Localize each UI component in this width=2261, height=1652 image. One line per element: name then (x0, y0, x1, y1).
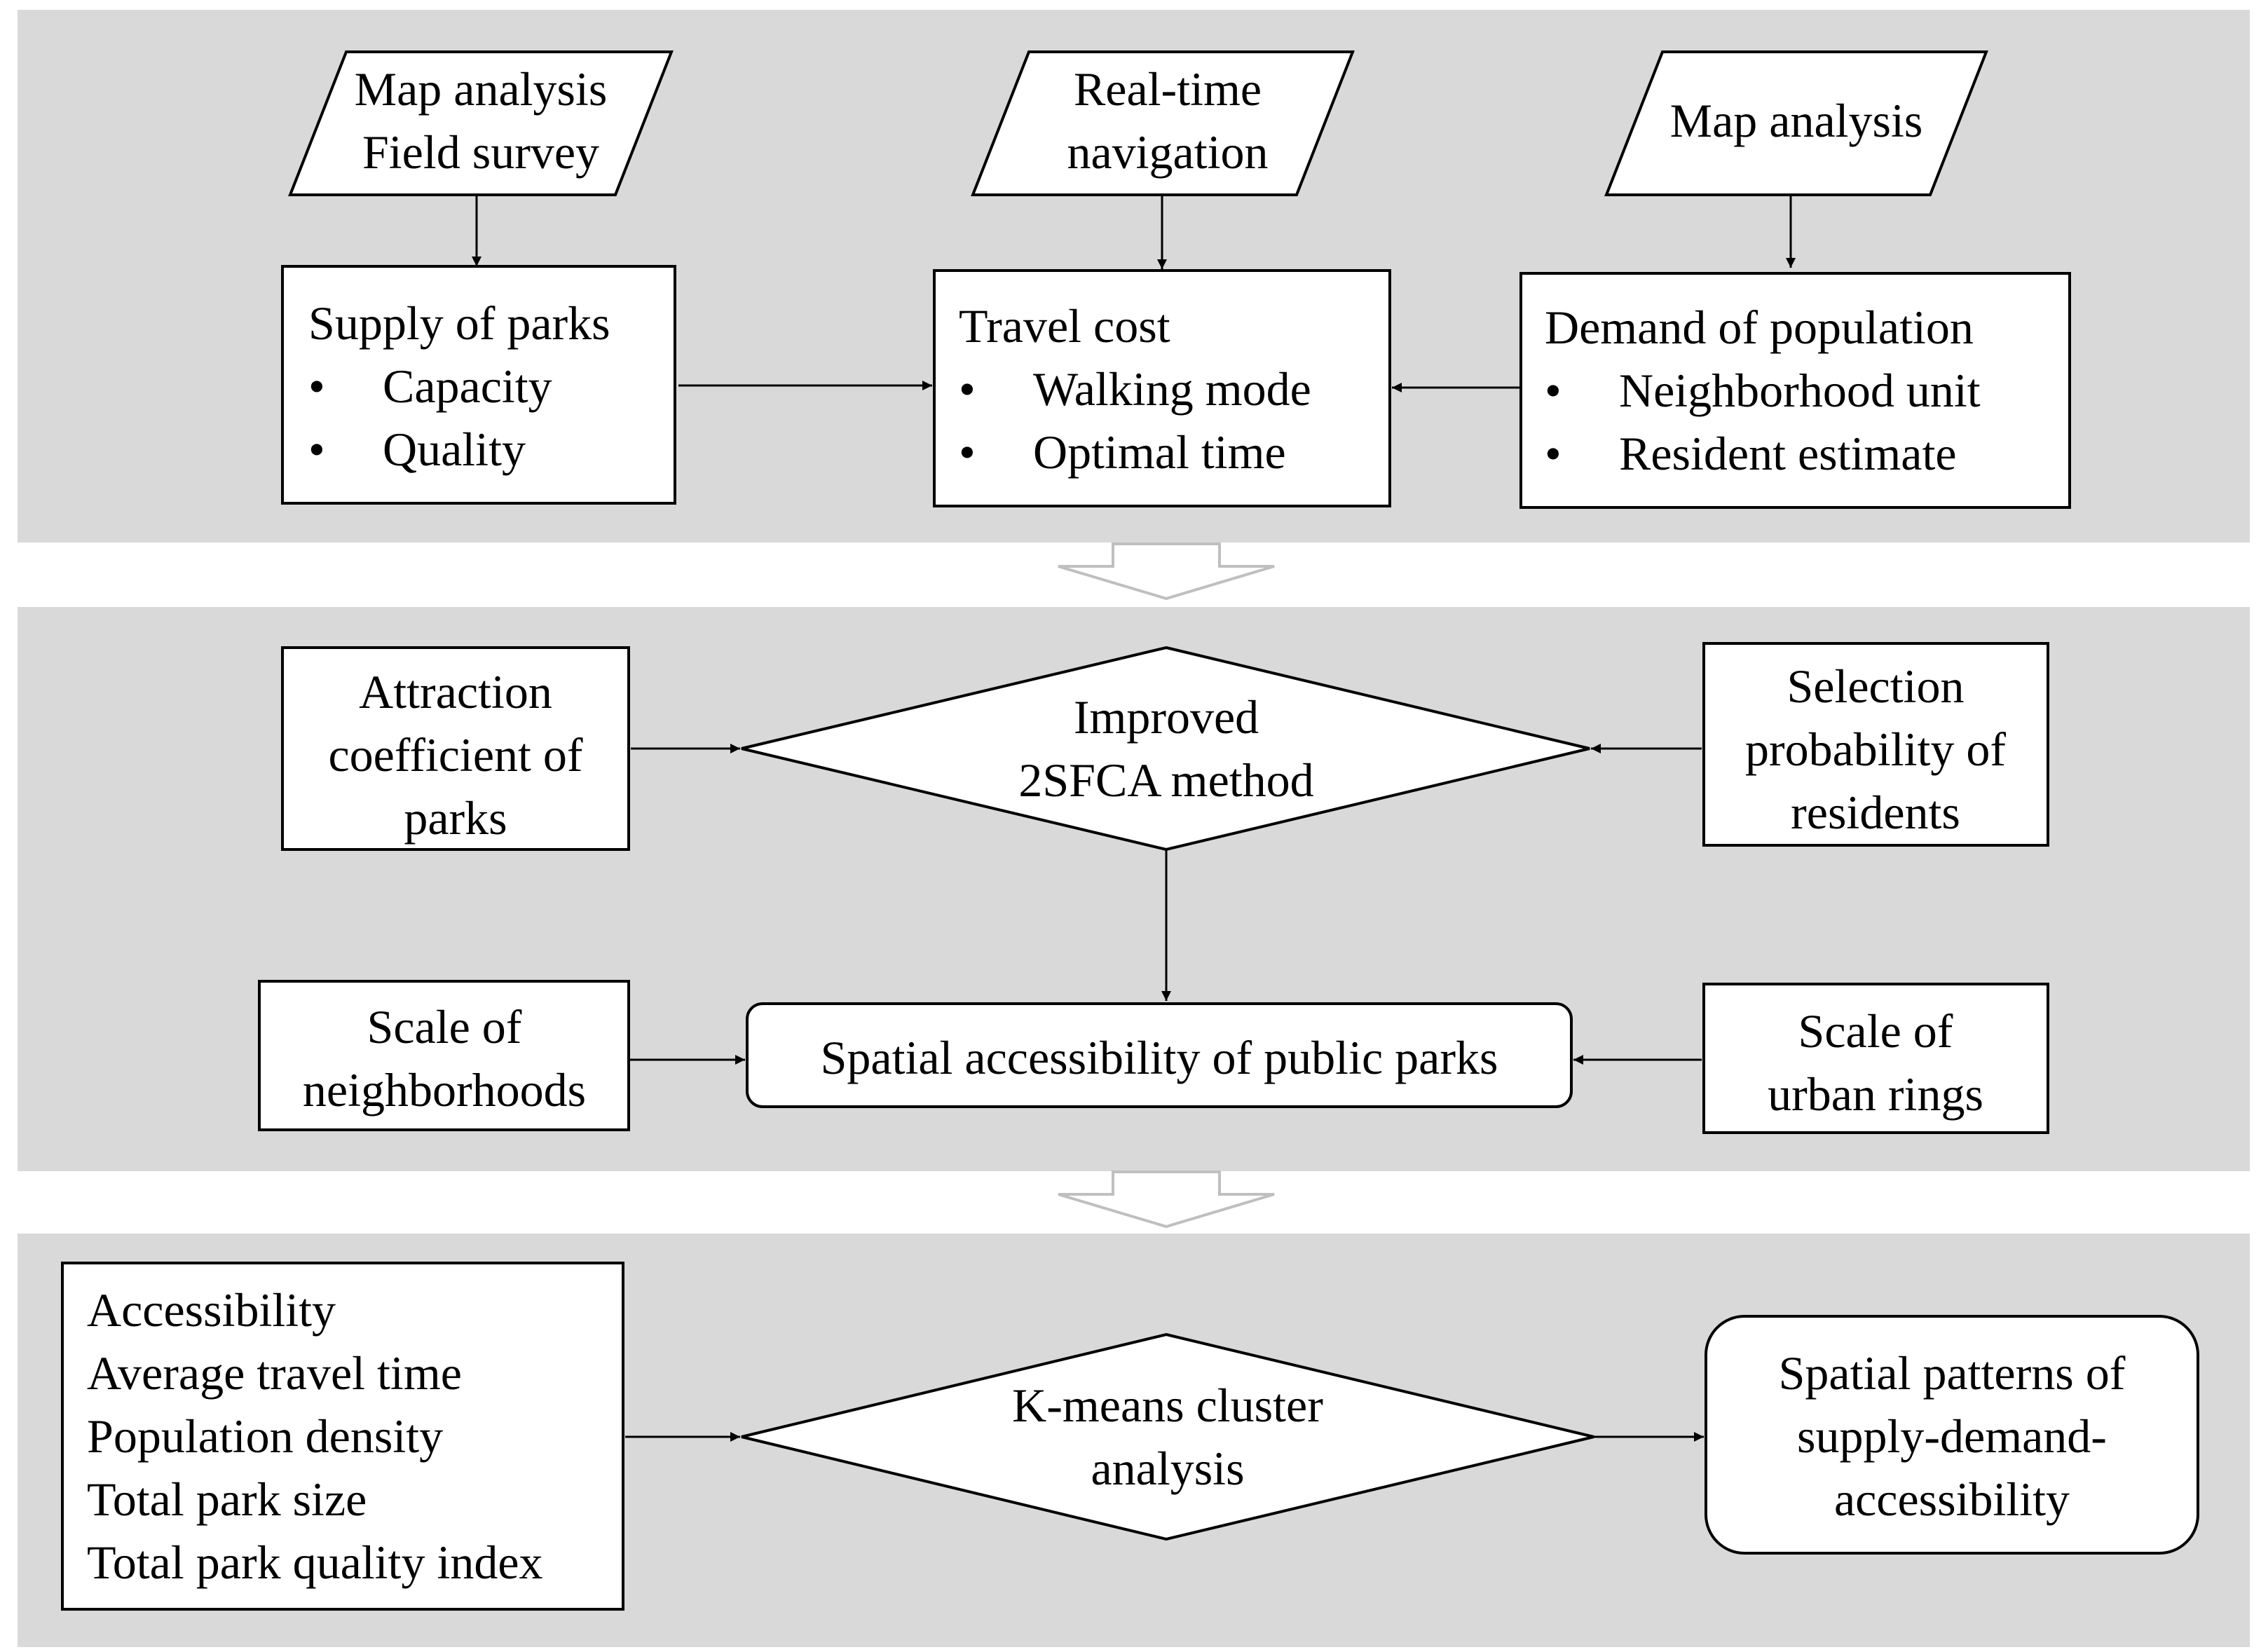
capacity-item: Capacity (383, 360, 552, 413)
input-parallelogram-realtime-navigation (971, 50, 1355, 196)
supply-of-parks-box (281, 265, 676, 505)
selection-line-1: Selection (1787, 660, 1964, 713)
neighborhoods-label: neighborhoods (303, 1063, 586, 1117)
scale-of-label: Scale of (367, 1000, 522, 1053)
urban-rings-label: urban rings (1768, 1067, 1983, 1121)
scale-of-label-right: Scale of (1798, 1004, 1953, 1058)
resident-estimate-item: Resident estimate (1619, 427, 1957, 480)
demand-title: Demand of population (1545, 301, 1974, 354)
bullet: • (959, 362, 976, 416)
selection-line-3: residents (1791, 786, 1960, 839)
patterns-line-1: Spatial patterns of (1779, 1346, 2126, 1400)
bullet: • (308, 360, 325, 413)
neighborhood-unit-item: Neighborhood unit (1619, 364, 1981, 417)
walking-mode-item: Walking mode (1033, 362, 1311, 416)
optimal-time-item: Optimal time (1033, 425, 1286, 479)
travel-cost-title: Travel cost (959, 299, 1170, 353)
attraction-line-1: Attraction (359, 665, 552, 718)
bullet: • (1545, 427, 1562, 480)
travel-cost-box (933, 269, 1391, 507)
indicators-box (61, 1262, 624, 1611)
map-analysis-right-label: Map analysis (1670, 94, 1923, 147)
supply-title: Supply of parks (308, 296, 610, 350)
attraction-coefficient-box (281, 646, 630, 851)
bullet: • (959, 425, 976, 479)
navigation-label: navigation (1067, 125, 1268, 179)
stage-arrow-1 (1058, 542, 1275, 601)
selection-line-2: probability of (1745, 723, 2006, 776)
selection-probability-box (1702, 642, 2049, 847)
indicator-population-density: Population density (87, 1409, 443, 1463)
field-survey-label: Field survey (362, 125, 599, 179)
indicator-total-park-size: Total park size (87, 1473, 367, 1526)
patterns-line-2: supply-demand- (1797, 1409, 2107, 1463)
real-time-label: Real-time (1074, 62, 1262, 116)
indicator-total-park-quality-index: Total park quality index (87, 1536, 543, 1589)
demand-of-population-box (1519, 272, 2071, 509)
spatial-patterns-box (1705, 1315, 2199, 1555)
indicator-accessibility: Accessibility (87, 1283, 336, 1337)
map-analysis-label: Map analysis (355, 62, 608, 116)
kmeans-label-2: analysis (1091, 1442, 1244, 1495)
improved-label: Improved (1074, 690, 1259, 744)
indicator-average-travel-time: Average travel time (87, 1346, 462, 1400)
stage-arrow-2 (1058, 1170, 1275, 1229)
bullet: • (308, 423, 325, 476)
attraction-line-2: coefficient of (328, 728, 582, 781)
scale-of-neighborhoods-box (258, 980, 630, 1131)
kmeans-decision (741, 1332, 1594, 1541)
spatial-accessibility-label: Spatial accessibility of public parks (821, 1031, 1498, 1084)
2sfca-method-label: 2SFCA method (1018, 753, 1313, 807)
input-parallelogram-map-analysis (1604, 50, 1988, 196)
patterns-line-3: accessibility (1834, 1473, 2070, 1526)
bullet: • (1545, 364, 1562, 417)
kmeans-label-1: K-means cluster (1012, 1379, 1323, 1432)
input-parallelogram-map-survey (288, 50, 674, 196)
spatial-accessibility-box (746, 1002, 1573, 1108)
scale-of-urban-rings-box (1702, 983, 2049, 1134)
quality-item: Quality (383, 423, 526, 476)
attraction-line-3: parks (404, 791, 507, 845)
